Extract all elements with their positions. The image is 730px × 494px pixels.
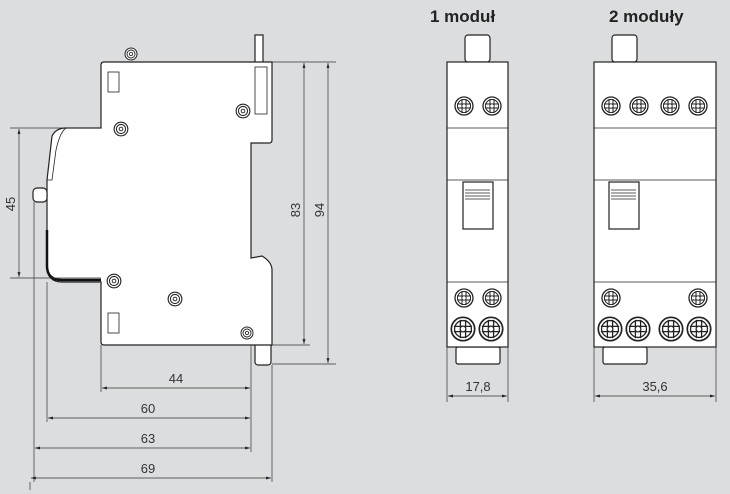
terminal-screw-icon xyxy=(686,316,712,342)
terminal-screw-icon xyxy=(601,288,621,308)
terminal-screw-icon xyxy=(454,96,474,116)
top-pin xyxy=(254,34,264,64)
terminal-screw-icon xyxy=(478,316,504,342)
terminal-screw-icon xyxy=(450,316,476,342)
toggle-knob xyxy=(32,187,48,203)
rivet-icon xyxy=(167,291,183,307)
terminal-screw-icon xyxy=(601,96,621,116)
front-cover-line xyxy=(47,127,67,181)
terminal-screw-icon xyxy=(658,316,684,342)
terminal-screw-icon xyxy=(688,96,708,116)
terminal-screw-icon xyxy=(688,288,708,308)
dim-label-60: 60 xyxy=(141,401,155,416)
terminal-slot-bottom xyxy=(107,312,120,334)
rivet-icon xyxy=(113,121,129,137)
bottom-clip xyxy=(455,346,501,365)
toggle-lever xyxy=(608,181,640,230)
terminal-screw-icon xyxy=(597,316,623,342)
toggle-lever xyxy=(462,181,494,230)
side-view: 45 83 94 44 60 63 69 xyxy=(3,34,336,490)
terminal-screw-icon xyxy=(454,288,474,308)
rivet-icon xyxy=(106,273,122,289)
dim-label-63: 63 xyxy=(141,431,155,446)
bottom-clip xyxy=(602,346,648,365)
rivet-icon xyxy=(240,326,254,340)
terminal-screw-icon xyxy=(660,96,680,116)
front-view-1-module: 1 moduł 17,8 xyxy=(430,7,509,402)
dim-label-35-6: 35,6 xyxy=(642,379,667,394)
rivet-icon xyxy=(235,103,251,119)
top-clip xyxy=(611,34,638,63)
title-2-modules: 2 moduły xyxy=(609,7,684,26)
dim-label-69: 69 xyxy=(141,461,155,476)
dim-label-44: 44 xyxy=(169,371,183,386)
top-clip xyxy=(464,34,491,63)
label-window xyxy=(254,66,268,115)
front-edge xyxy=(45,230,101,282)
terminal-screw-icon xyxy=(629,96,649,116)
front-view-2-modules: 2 moduły 35,6 xyxy=(593,7,717,402)
terminal-screw-icon xyxy=(482,96,502,116)
dim-label-94: 94 xyxy=(312,203,327,217)
title-1-module: 1 moduł xyxy=(430,7,495,26)
terminal-screw-icon xyxy=(625,316,651,342)
dim-label-45: 45 xyxy=(3,197,18,211)
terminal-slot-top xyxy=(107,71,120,93)
rivet-icon xyxy=(124,47,138,61)
dim-label-17-8: 17,8 xyxy=(465,379,490,394)
dim-label-83: 83 xyxy=(288,203,303,217)
terminal-screw-icon xyxy=(482,288,502,308)
breaker-body-outline xyxy=(46,61,273,346)
